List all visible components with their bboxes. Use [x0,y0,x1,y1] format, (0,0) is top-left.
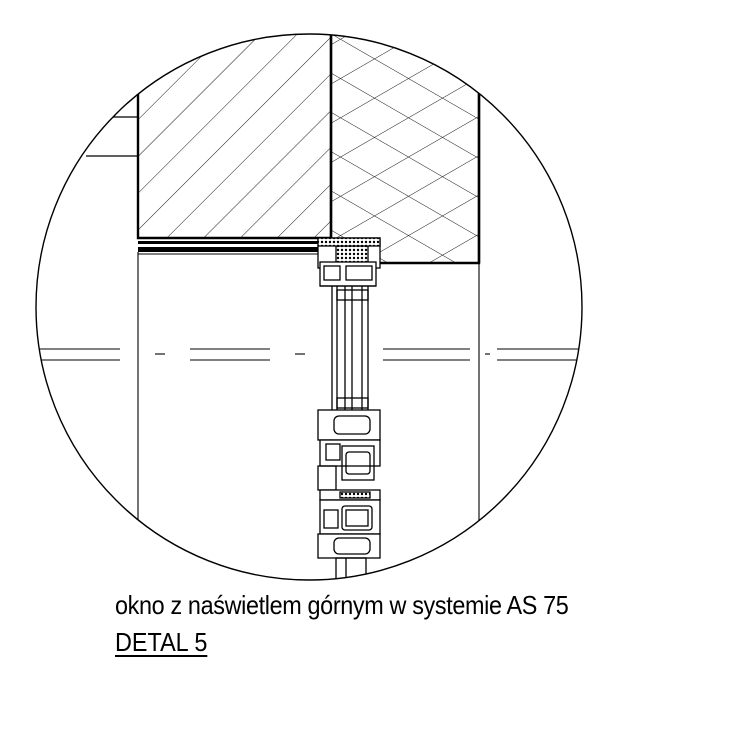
detail-label: DETAL 5 [115,627,208,657]
lintel-membrane [138,241,320,255]
center-axis-line [36,348,582,361]
reveal-lines [137,252,480,580]
top-frame-profile [317,237,381,287]
wall-edge-lines [86,98,139,238]
transom-sash-profile [317,409,381,580]
glazing-unit [331,286,369,410]
lintel-concrete-block [136,34,333,240]
drawing-caption: okno z naświetlem górnym w systemie AS 7… [115,590,569,620]
insulation-block [329,34,481,265]
